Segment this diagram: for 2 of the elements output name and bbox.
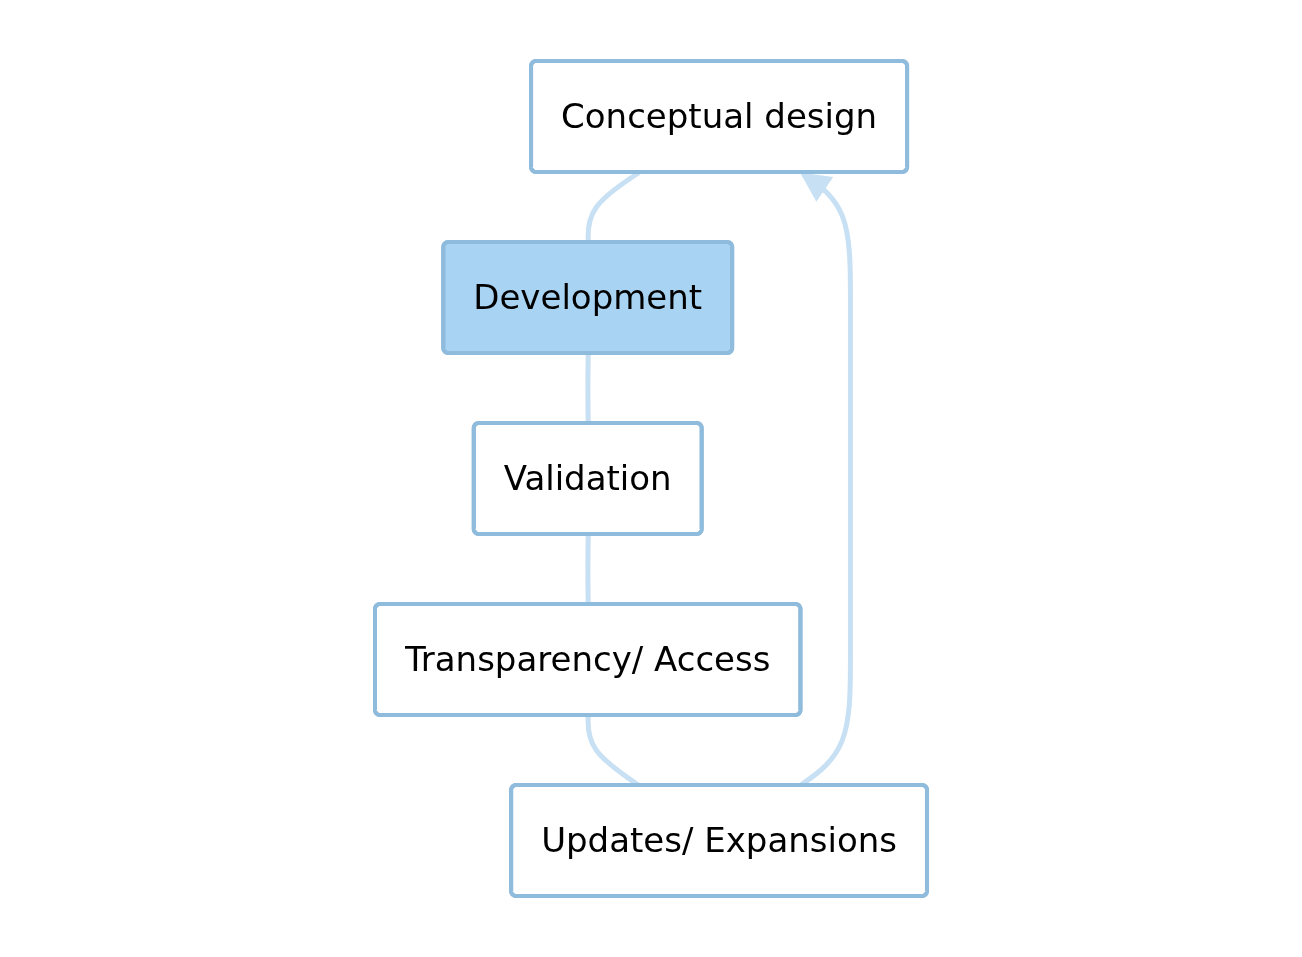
connector: [585, 534, 591, 605]
connector: [585, 353, 591, 424]
